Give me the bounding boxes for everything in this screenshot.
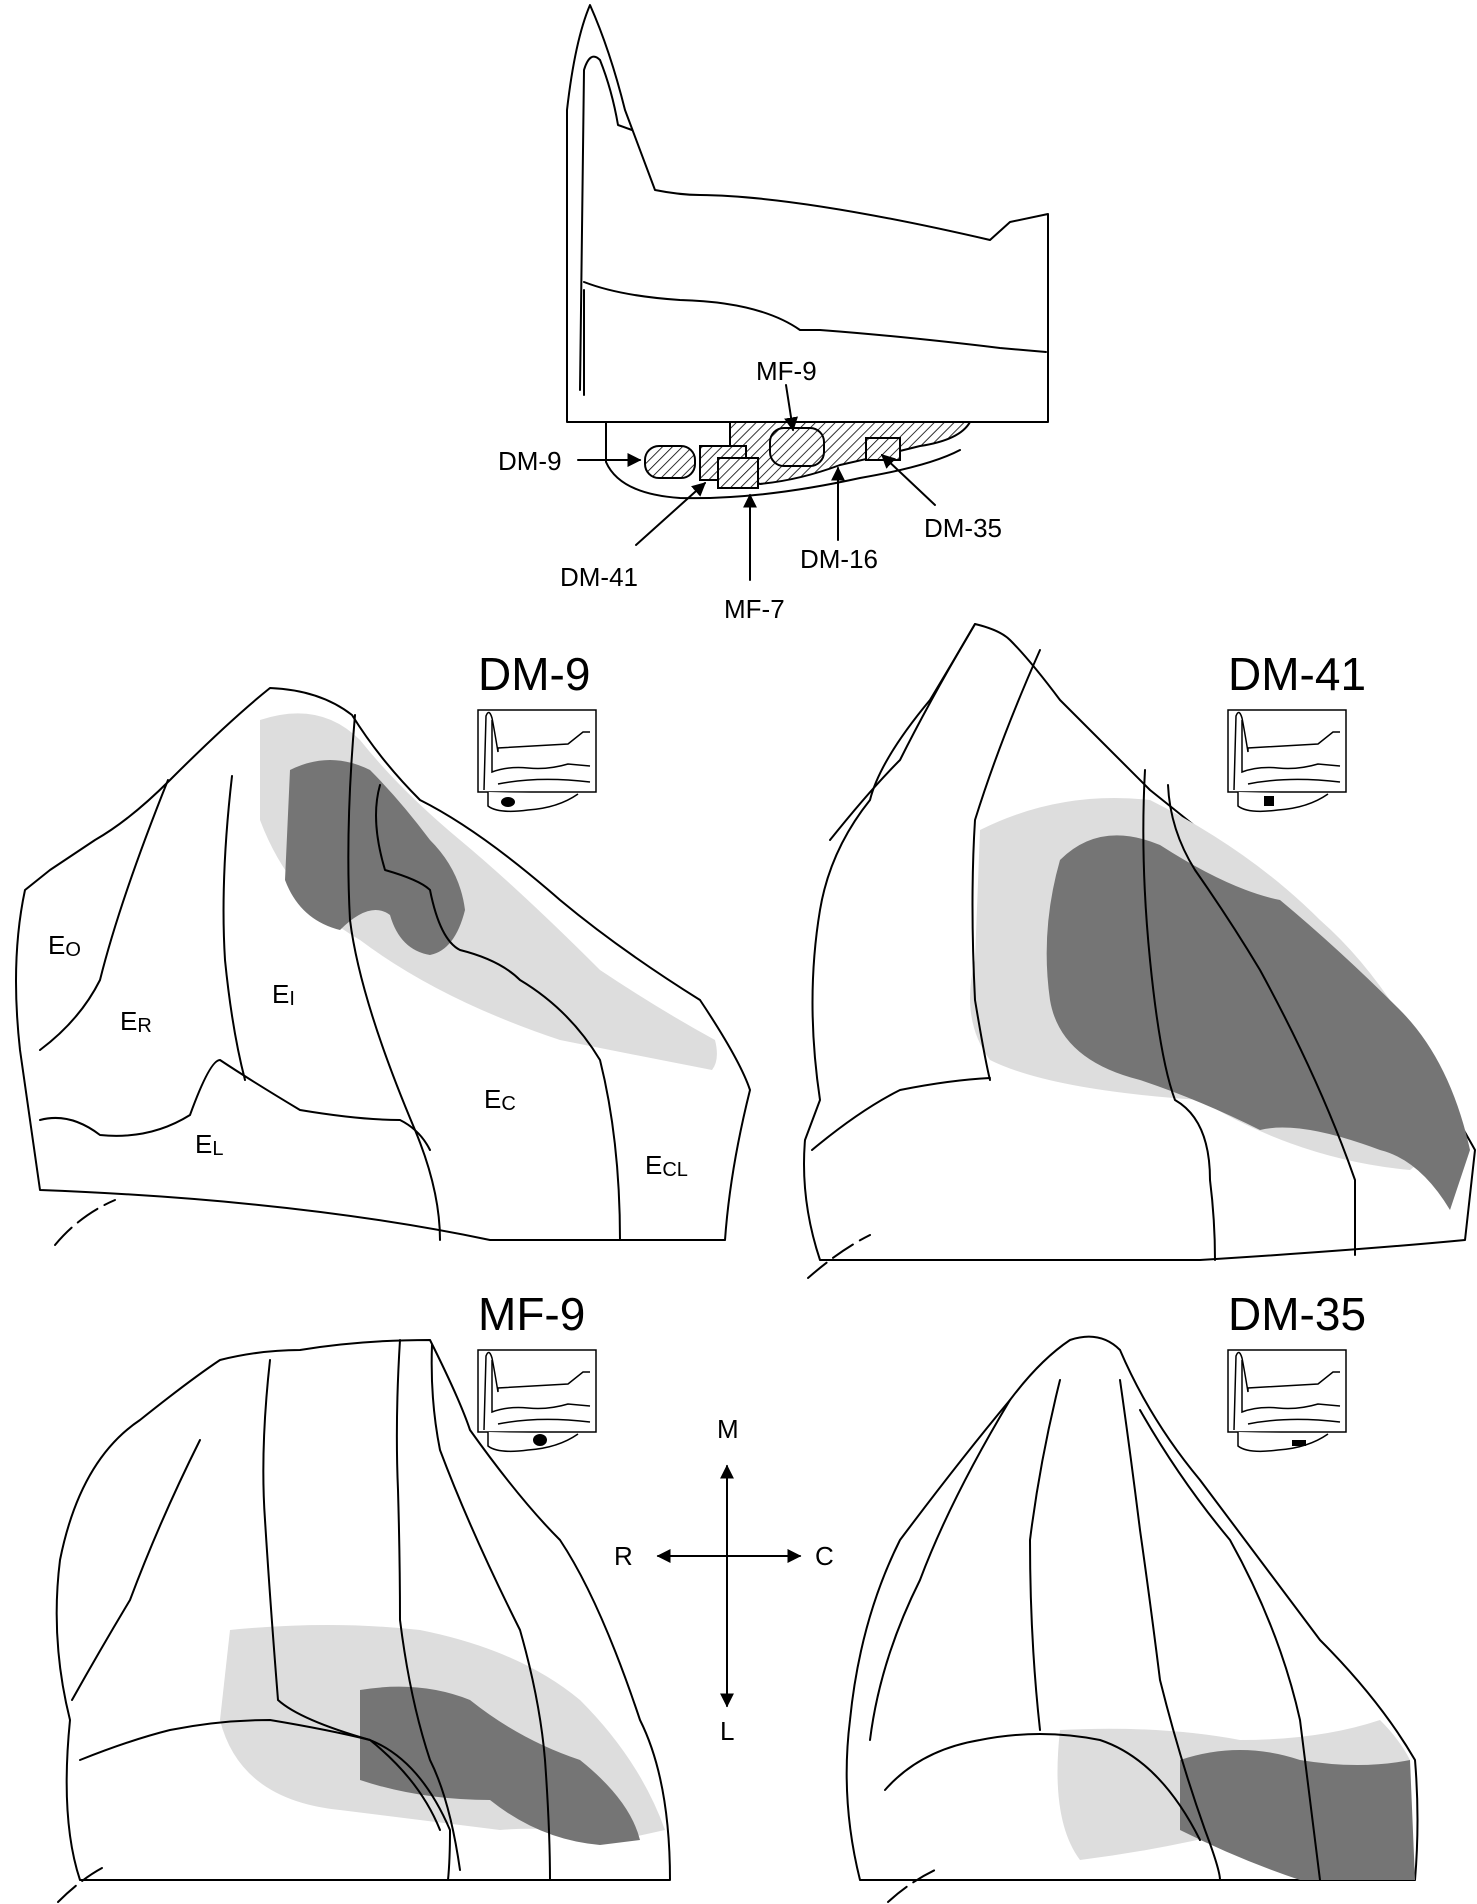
panel-mf9-title: MF-9	[478, 1288, 585, 1340]
panel-mf9: MF-9	[55, 1288, 671, 1903]
region-eo: EO	[48, 930, 81, 961]
panel-dm41: DM-41	[803, 623, 1476, 1279]
compass-lateral: L	[720, 1716, 734, 1746]
overview-outline	[566, 4, 1049, 423]
label-dm16: DM-16	[800, 544, 878, 574]
panel-dm35: DM-35	[845, 1288, 1419, 1903]
label-dm41: DM-41	[560, 562, 638, 592]
orientation-compass: M L R C	[614, 1414, 834, 1746]
label-dm9: DM-9	[498, 446, 562, 476]
panel-dm41-title: DM-41	[1228, 648, 1366, 700]
panel-dm9-title: DM-9	[478, 648, 590, 700]
mf9-peak-zone	[360, 1686, 640, 1845]
region-ecl: ECL	[645, 1150, 688, 1181]
compass-medial: M	[717, 1414, 739, 1444]
dm41-thumbnail	[1227, 709, 1347, 813]
dm35-peak-zone	[1180, 1750, 1415, 1880]
region-er: ER	[120, 1006, 152, 1037]
mf7-site	[717, 457, 759, 489]
region-el: EL	[195, 1129, 223, 1160]
label-dm35: DM-35	[924, 513, 1002, 543]
compass-caudal: C	[815, 1541, 834, 1571]
dm41-peak-zone	[1046, 835, 1470, 1210]
panel-dm9: DM-9 EO ER EI EL EC ECL	[15, 648, 751, 1246]
region-ei: EI	[272, 979, 295, 1010]
dm9-peak-zone	[285, 760, 465, 955]
dm9-thumbnail	[477, 709, 597, 813]
overview-map: MF-9 DM-9 DM-41 MF-7 DM-16 DM-35	[498, 4, 1049, 624]
dm35-thumbnail	[1227, 1349, 1347, 1453]
recorded-zone-hatched	[729, 421, 972, 486]
dm9-site	[644, 445, 696, 479]
label-mf7: MF-7	[724, 594, 785, 624]
mf9-site	[769, 427, 825, 467]
region-ec: EC	[484, 1084, 516, 1115]
mf9-thumbnail	[477, 1349, 597, 1453]
dm9-outline	[15, 687, 751, 1241]
label-mf9: MF-9	[756, 356, 817, 386]
compass-rostral: R	[614, 1541, 633, 1571]
panel-dm35-title: DM-35	[1228, 1288, 1366, 1340]
